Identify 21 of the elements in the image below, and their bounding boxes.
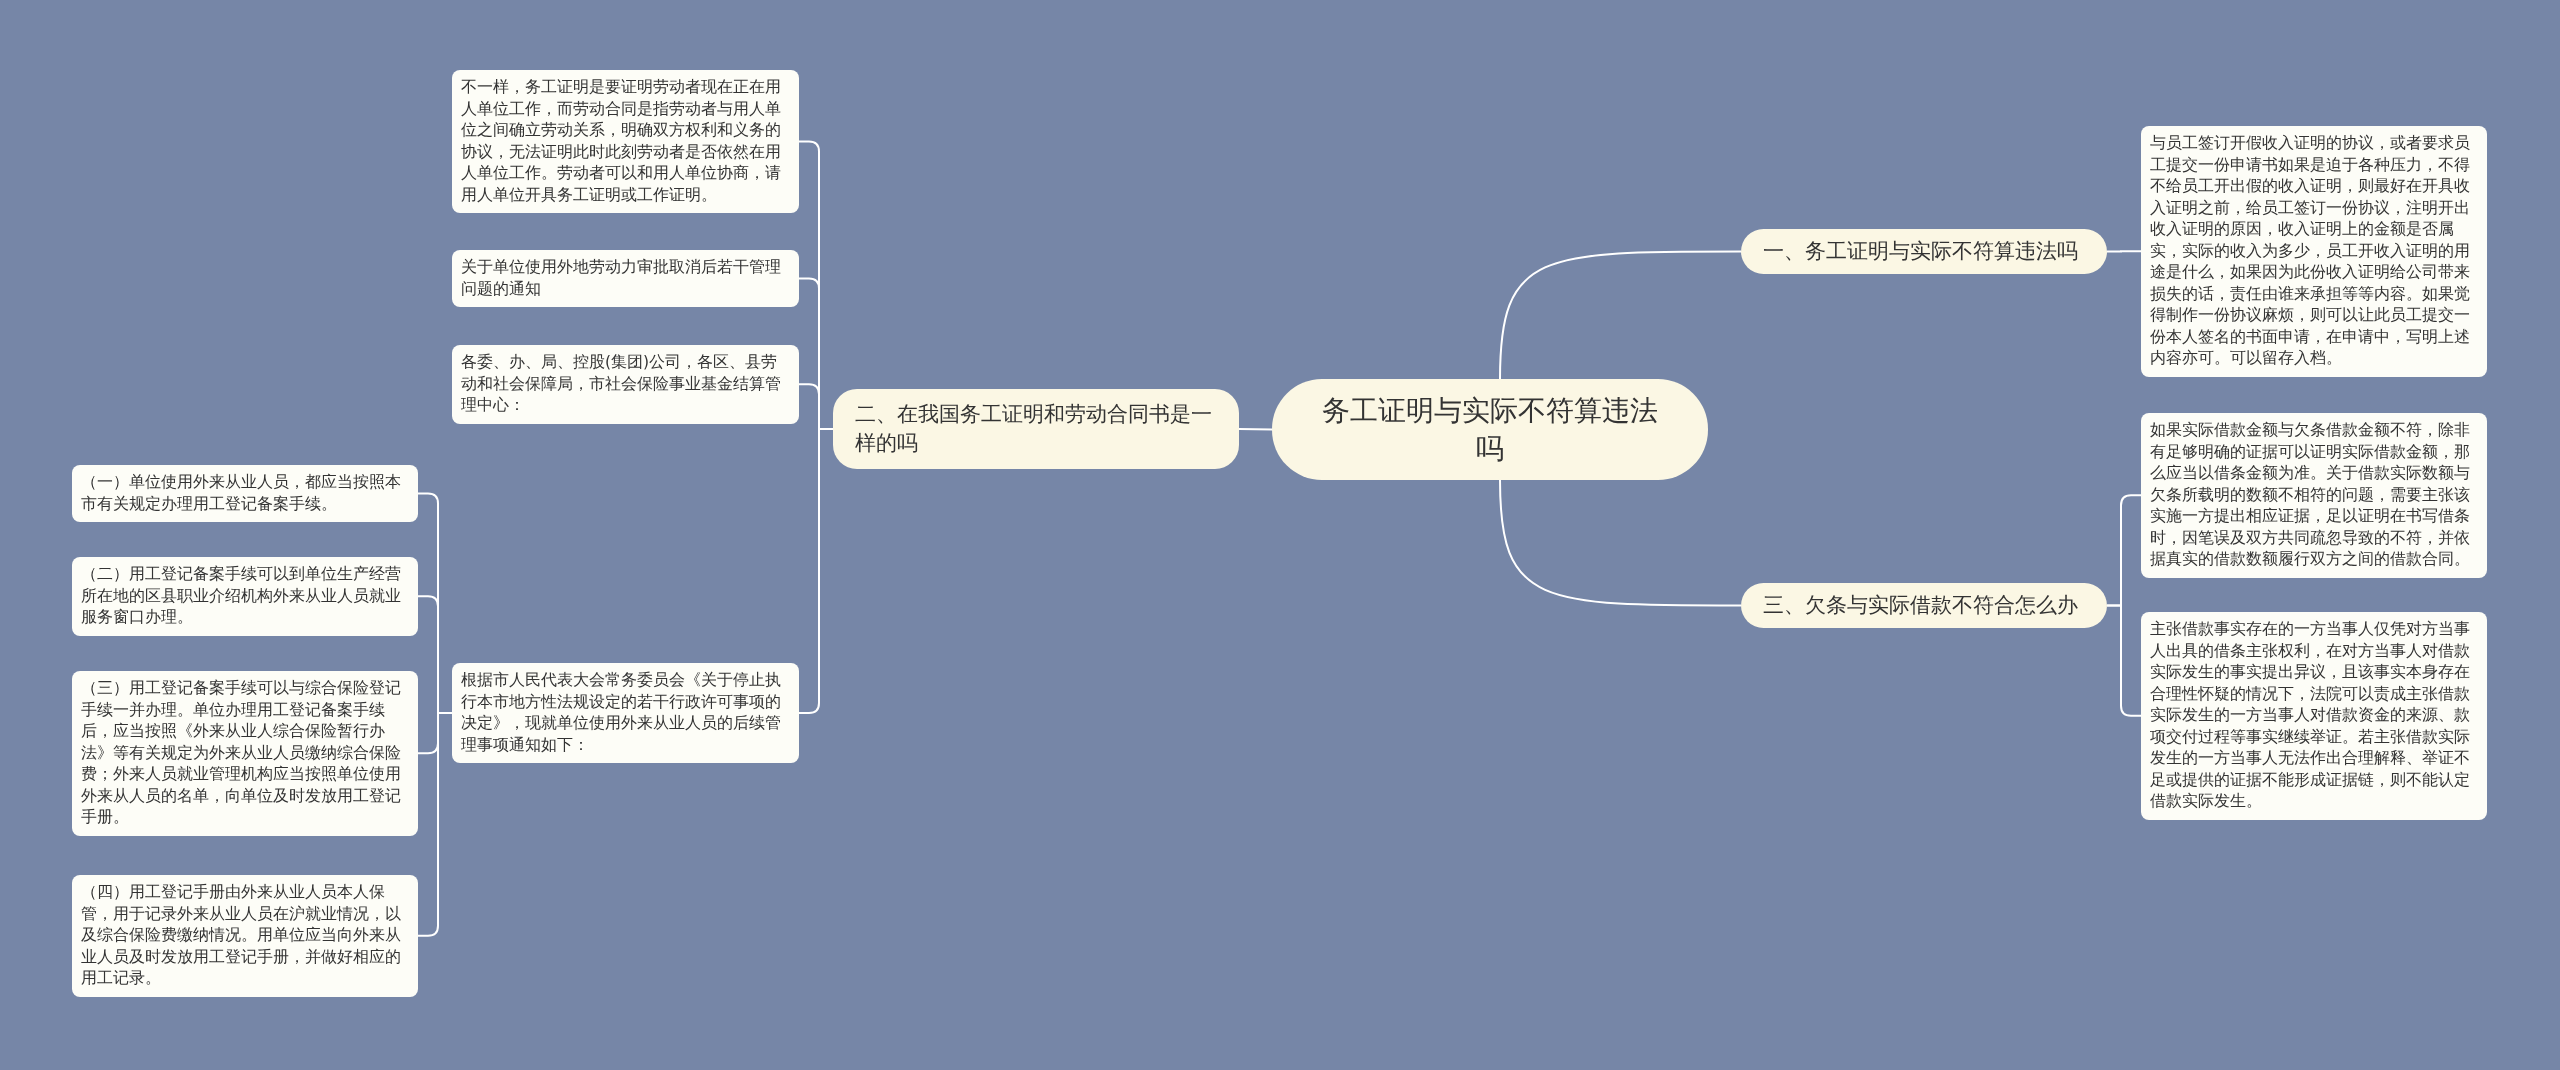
topic-bubble: 务工证明与实际不符算违法吗 <box>1272 379 1708 480</box>
branch-box: 三、欠条与实际借款不符合怎么办 <box>1741 583 2107 628</box>
connector-line <box>1499 479 1742 607</box>
text-box: （一）单位使用外来从业人员，都应当按照本市有关规定办理用工登记备案手续。 <box>72 465 418 522</box>
connector-line <box>1238 428 1273 431</box>
text-box: （四）用工登记手册由外来从业人员本人保管，用于记录外来从业人员在沪就业情况，以及综合保险费缴纳情况。用单位应当向外来从业人员及时发放用工登记手册，并做好相应的用工记录。 <box>72 875 418 997</box>
text-box: （二）用工登记备案手续可以到单位生产经营所在地的区县职业介绍机构外来从业人员就业服务窗口办理。 <box>72 557 418 636</box>
text-box: 不一样，务工证明是要证明劳动者现在正在用人单位工作，而劳动合同是指劳动者与用人单位之间确立劳动关系，明确双方权利和义务的协议，无法证明此时此刻劳动者是否依然在用人单位工作。劳动者可以和用人单位协商，请用人单位开具务工证明或工作证明。 <box>452 70 799 213</box>
connector-line <box>798 428 834 714</box>
connector-line <box>1499 250 1742 380</box>
branch-box: 一、务工证明与实际不符算违法吗 <box>1741 229 2107 274</box>
text-box: 与员工签订开假收入证明的协议，或者要求员工提交一份申请书如果是迫于各种压力，不得不给员工开出假的收入证明，则最好在开具收入证明之前，给员工签订一份协议，注明开出收入证明的原因，收入证明上的金额是否属实，实际的收入为多少，员工开收入证明的用途是什么，如果因为此份收入证明给公司带来损失的话，责任由谁来承担等等内容。如果觉得制作一份协议麻烦，则可以让此员工提交一份本人签名的书面申请，在申请中，写明上述内容亦可。可以留存入档。 <box>2141 126 2487 377</box>
text-box: 主张借款事实存在的一方当事人仅凭对方当事人出具的借条主张权利，在对方当事人对借款实际发生的事实提出异议，且该事实本身存在合理性怀疑的情况下，法院可以责成主张借款实际发生的一方当事人对借款资金的来源、款项交付过程等事实继续举证。若主张借款实际发生的一方当事人无法作出合理解释、举证不足或提供的证据不能形成证据链，则不能认定借款实际发生。 <box>2141 612 2487 820</box>
text-box: 根据市人民代表大会常务委员会《关于停止执行本市地方性法规设定的若干行政许可事项的决定》，现就单位使用外来从业人员的后续管理事项通知如下： <box>452 663 799 763</box>
text-box: 如果实际借款金额与欠条借款金额不符，除非有足够明确的证据可以证明实际借款金额，那么应当以借条金额为准。关于借款实际数额与欠条所载明的数额不相符的问题，需要主张该实施一方提出相应证据，足以证明在书写借条时，因笔误及双方共同疏忽导致的不符，并依据真实的借款数额履行双方之间的借款合同。 <box>2141 413 2487 578</box>
branch-box: 二、在我国务工证明和劳动合同书是一样的吗 <box>833 389 1239 469</box>
text-box: 各委、办、局、控股(集团)公司，各区、县劳动和社会保障局，市社会保险事业基金结算管理中心： <box>452 345 799 424</box>
connector-line <box>2106 604 2142 717</box>
text-box: 关于单位使用外地劳动力审批取消后若干管理问题的通知 <box>452 250 799 307</box>
text-box: （三）用工登记备案手续可以与综合保险登记手续一并办理。单位办理用工登记备案手续后，应当按照《外来从业人综合保险暂行办法》等有关规定为外来从业人员缴纳综合保险费；外来人员就业管理机构应当按照单位使用外来从人员的名单，向单位及时发放用工登记手册。 <box>72 671 418 836</box>
connector-line <box>2106 250 2142 253</box>
